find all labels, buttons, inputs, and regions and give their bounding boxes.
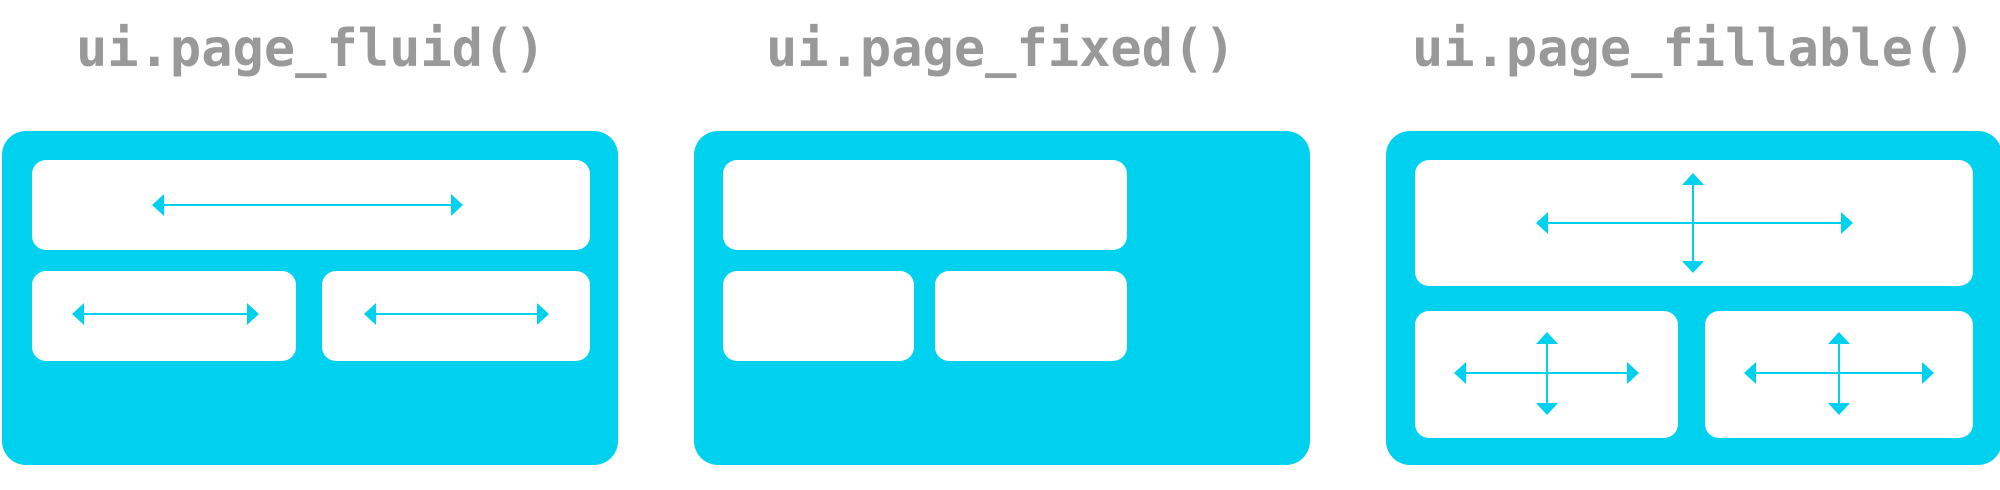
four-way-arrow-icon (1744, 332, 1934, 415)
four-way-arrow-icon (1454, 332, 1639, 415)
page-fillable-title: ui.page_fillable() (1412, 19, 1976, 79)
horizontal-arrow-icon (72, 303, 259, 325)
horizontal-arrow-icon (152, 194, 463, 216)
page-fillable-arrows (1454, 173, 1934, 415)
page-fixed-top-box (723, 160, 1127, 250)
horizontal-arrow-icon (364, 303, 549, 325)
page-fluid-arrows (72, 194, 549, 325)
page-fixed-panel (694, 131, 1310, 465)
four-way-arrow-icon (1536, 173, 1853, 273)
page-fixed-bottom-right-box (935, 271, 1127, 361)
page-fixed-title: ui.page_fixed() (766, 19, 1236, 79)
page-fluid-panel (2, 131, 618, 465)
page-fillable-panel (1386, 131, 2000, 465)
page-fixed-bottom-left-box (723, 271, 914, 361)
page-fluid-title: ui.page_fluid() (76, 19, 546, 79)
